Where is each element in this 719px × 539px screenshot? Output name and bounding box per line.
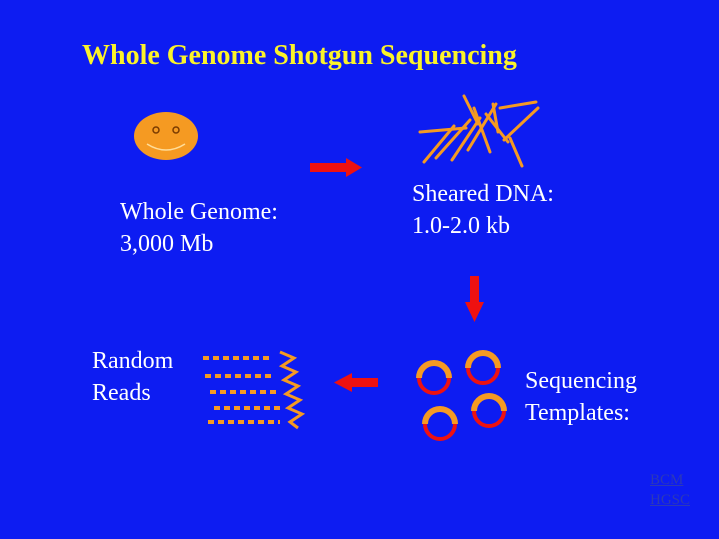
slide-title: Whole Genome Shotgun Sequencing	[82, 40, 517, 71]
sequencing-templates-label-line1: Sequencing	[525, 368, 637, 394]
whole-genome-label-line2: 3,000 Mb	[120, 231, 214, 257]
random-reads-label-line1: Random	[92, 348, 174, 374]
credit-line2: HGSC	[650, 492, 691, 508]
sequencing-templates	[416, 350, 507, 441]
sheared-dna-fragments	[418, 94, 540, 168]
random-reads	[203, 350, 306, 430]
sheared-dna-label: Sheared DNA: 1.0-2.0 kb	[412, 178, 554, 242]
red-arrow-icon	[310, 158, 362, 177]
credit-line1: BCM	[650, 472, 684, 488]
random-reads-label-line2: Reads	[92, 380, 151, 406]
whole-genome-label-line1: Whole Genome:	[120, 199, 278, 225]
smiley-face-icon	[134, 112, 198, 160]
random-reads-label: Random Reads	[92, 345, 173, 409]
credit-logo: BCM HGSC	[650, 470, 690, 510]
sequencing-templates-label-line2: Templates:	[525, 400, 630, 426]
sequencing-templates-label: Sequencing Templates:	[525, 365, 637, 429]
whole-genome-label: Whole Genome: 3,000 Mb	[120, 196, 278, 260]
sheared-dna-label-line2: 1.0-2.0 kb	[412, 213, 510, 239]
red-arrow-icon	[334, 373, 378, 392]
sheared-dna-label-line1: Sheared DNA:	[412, 181, 554, 207]
red-arrow-icon	[465, 276, 484, 322]
